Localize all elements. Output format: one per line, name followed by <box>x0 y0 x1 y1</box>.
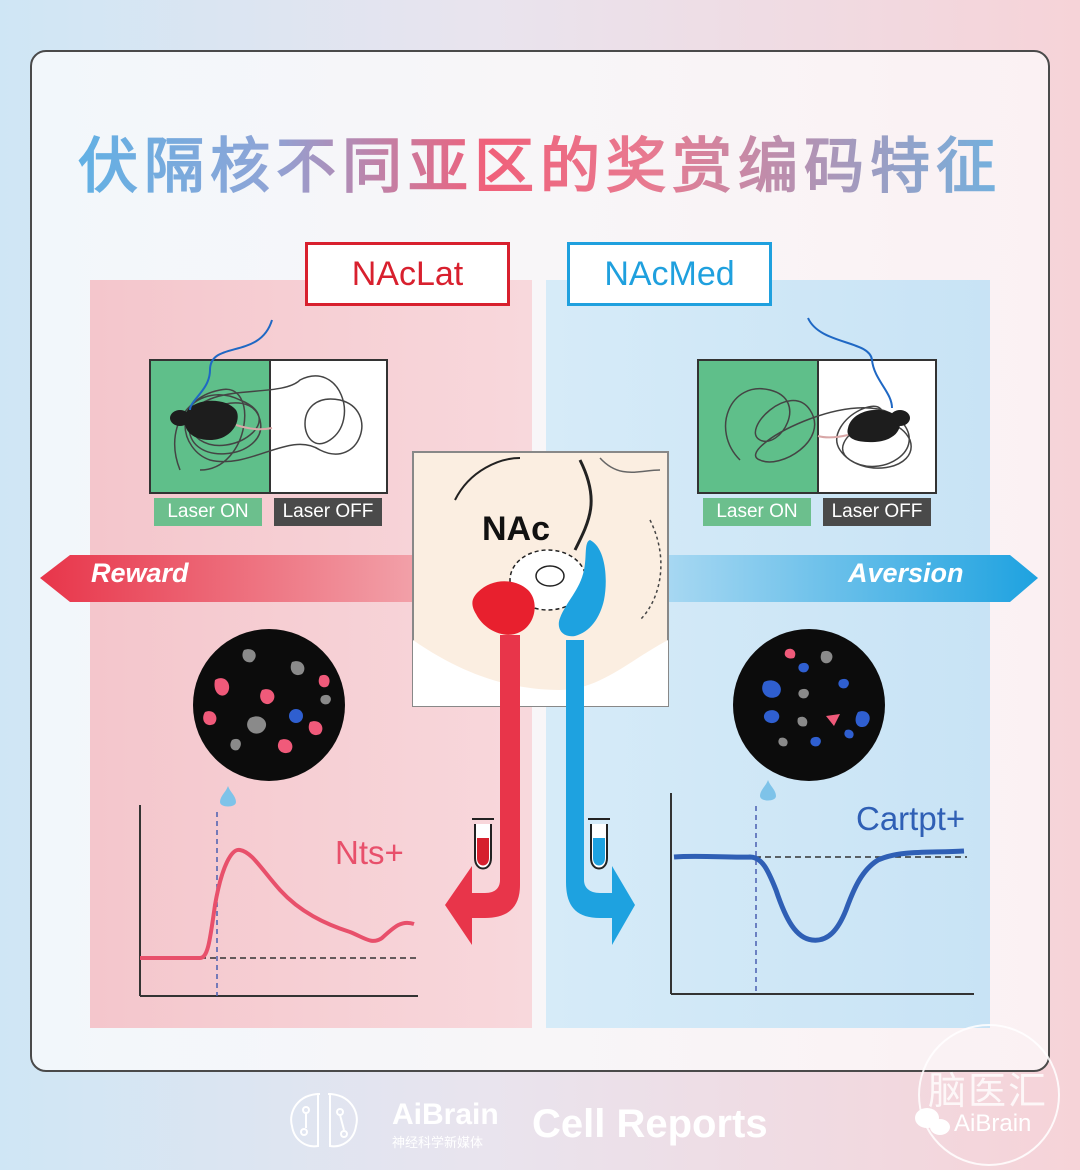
watermark-text: 脑医汇 <box>928 1071 1049 1113</box>
cartpt-label: Cartpt+ <box>856 800 966 837</box>
aibrain-brand: AiBrain <box>392 1098 499 1131</box>
right-neuron-dish <box>733 629 885 781</box>
nac-label: NAc <box>482 510 551 548</box>
lat-output-arrow <box>445 635 520 945</box>
page-title: 伏隔核不同亚区的奖赏编码特征 <box>0 118 1080 205</box>
reward-arrow <box>40 555 420 602</box>
right-drop-icon <box>760 780 776 801</box>
red-test-tube <box>472 818 494 870</box>
right-chamber-apparatus <box>697 317 937 494</box>
reward-label: Reward <box>91 558 189 588</box>
right-laser-on-label: Laser ON <box>703 498 811 526</box>
nac-brain-section <box>412 451 669 707</box>
left-neuron-dish <box>193 629 345 781</box>
med-output-arrow <box>566 640 635 945</box>
aversion-label: Aversion <box>848 558 964 588</box>
nts-label: Nts+ <box>335 834 404 871</box>
left-drop-icon <box>220 786 236 807</box>
watermark-circle <box>918 1024 1060 1166</box>
aibrain-subtitle: 神经科学新媒体 <box>392 1135 484 1150</box>
aversion-arrow <box>665 555 1038 602</box>
cell-reports-logo: Cell Reports <box>532 1102 768 1146</box>
nac-med-tag: NAcMed <box>567 242 772 306</box>
right-laser-off-label: Laser OFF <box>823 498 931 526</box>
left-chamber-apparatus <box>149 319 388 494</box>
nts-response-plot <box>139 805 418 997</box>
left-laser-off-label: Laser OFF <box>274 498 382 526</box>
nac-lat-tag: NAcLat <box>305 242 510 306</box>
left-laser-on-label: Laser ON <box>154 498 262 526</box>
cartpt-response-plot <box>670 793 974 995</box>
wechat-account: AiBrain <box>954 1110 1032 1137</box>
blue-test-tube <box>588 818 610 870</box>
aibrain-logo-icon <box>290 1093 358 1148</box>
